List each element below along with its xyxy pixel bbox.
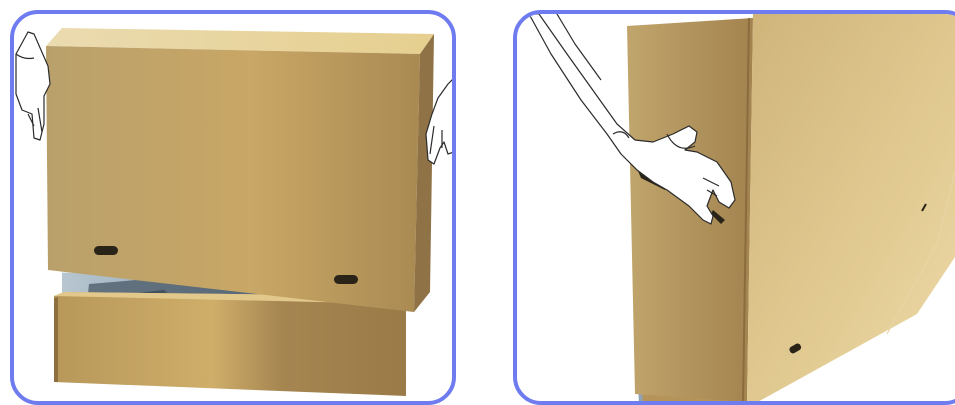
illustration-panel-grip-handle [513,10,955,405]
illustration-panel-lift-carton [10,10,456,405]
carton-front [745,14,955,405]
carton-side [627,18,753,402]
grip-handle-illustration [517,14,955,405]
left-glove-icon [16,32,50,140]
lift-carton-illustration [14,14,456,405]
handle-hole-left [94,246,118,255]
handle-hole-right [334,275,358,284]
packaging-base [54,292,406,396]
carton-lid [46,28,434,312]
